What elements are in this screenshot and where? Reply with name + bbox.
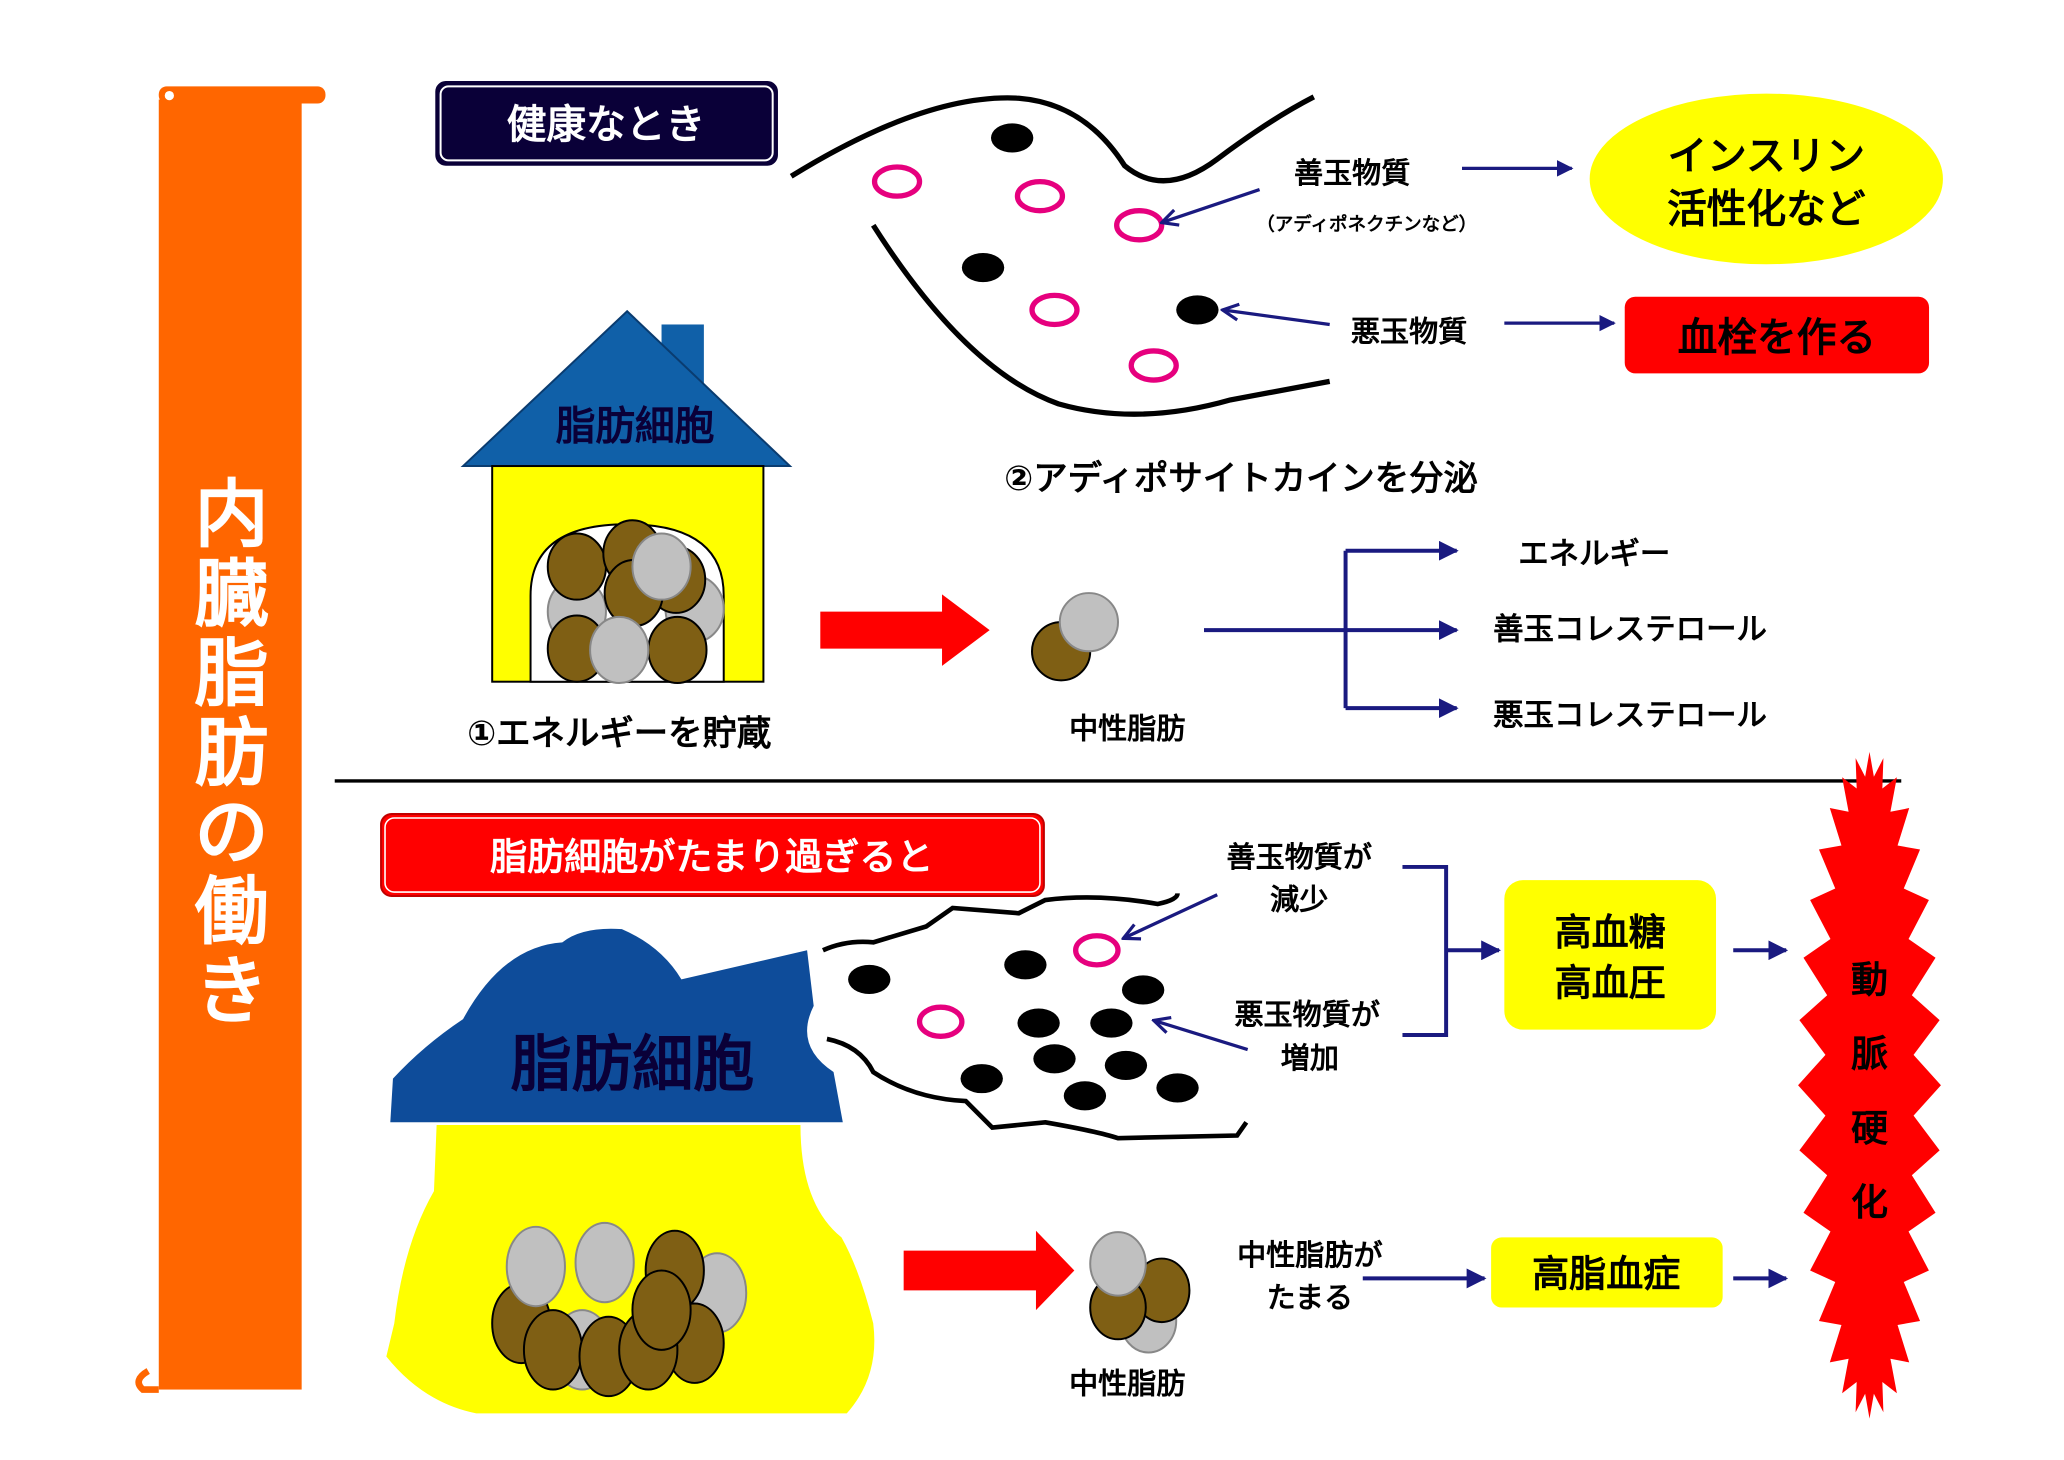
insulin-line1: インスリン — [1667, 134, 1865, 180]
gray-fat-ball — [631, 532, 692, 601]
fat-cell-house-healthy: 脂肪細胞 — [460, 309, 793, 685]
title-char: 働 — [194, 869, 268, 955]
secrete-label: ②アディポサイトカインを分泌 — [1004, 459, 1478, 499]
neutral-fat-label: 中性脂肪 — [1069, 712, 1185, 746]
arrow-bad-increase — [1154, 1020, 1249, 1052]
hyperlipidemia-box: 高脂血症 — [1491, 1237, 1723, 1308]
fat-accumulates-line1: 中性脂肪が — [1237, 1238, 1382, 1272]
hyperglycemia-box: 高血糖 高血圧 — [1504, 880, 1717, 1030]
title-char: き — [194, 948, 268, 1034]
gray-fat-ball — [505, 1225, 566, 1308]
gray-fat-ball — [574, 1221, 635, 1304]
insulin-line2: 活性化など — [1667, 187, 1866, 233]
fat-accumulates-line2: たまる — [1267, 1281, 1353, 1315]
excess-badge: 脂肪細胞がたまり過ぎると — [380, 813, 1045, 898]
blood-vessel-healthy — [789, 94, 1331, 417]
arteriosclerosis-char: 硬 — [1851, 1107, 1888, 1150]
red-arrow-accumulate — [903, 1230, 1075, 1311]
hyperglycemia-label: 高血糖 — [1555, 911, 1666, 954]
store-energy-label: ①エネルギーを貯蔵 — [467, 714, 771, 754]
thrombus-box: 血栓を作る — [1624, 296, 1930, 374]
arrow-to-good-ring — [1162, 187, 1261, 223]
title-char: 内 — [194, 472, 268, 558]
good-substance-rings — [871, 164, 1179, 383]
fat-balls — [546, 519, 725, 685]
arrow-good-decrease — [1123, 893, 1218, 939]
neutral-fat-icon — [1031, 592, 1119, 682]
arteriosclerosis-char: 化 — [1851, 1181, 1888, 1224]
good-substance-rings-excess — [916, 933, 1121, 1039]
fat-cell-house-excess: 脂肪細胞 — [386, 928, 875, 1414]
bad-substance-label: 悪玉物質 — [1351, 315, 1467, 349]
arteriosclerosis-char: 動 — [1851, 959, 1888, 1002]
good-decrease-line2: 減少 — [1270, 882, 1328, 916]
branch-arrows — [1204, 540, 1459, 719]
excess-badge-label: 脂肪細胞がたまり過ぎると — [490, 836, 933, 879]
fat-cell-label: 脂肪細胞 — [556, 404, 715, 450]
brown-fat-ball — [647, 615, 708, 685]
brown-fat-ball — [522, 1309, 584, 1391]
bad-substance-dots-excess — [848, 950, 1199, 1111]
gray-fat-ball — [589, 615, 650, 685]
brown-fat-ball — [546, 532, 607, 601]
adiponectin-note: （アディポネクチンなど） — [1256, 214, 1477, 236]
neutral-fat-cluster — [1089, 1231, 1191, 1354]
neutral-fat-label-excess: 中性脂肪 — [1069, 1367, 1185, 1401]
good-substance-label: 善玉物質 — [1294, 156, 1410, 190]
title-char: 臓 — [194, 552, 268, 638]
output-bad-cholesterol: 悪玉コレステロール — [1493, 698, 1767, 733]
output-energy: エネルギー — [1518, 537, 1670, 572]
blood-vessel-excess — [822, 892, 1249, 1141]
title-char: 肪 — [194, 710, 268, 796]
fat-cell-label-large: 脂肪細胞 — [511, 1030, 754, 1100]
healthy-badge-label: 健康なとき — [507, 102, 705, 148]
arrow-to-bad-dot — [1223, 310, 1330, 327]
bad-increase-line1: 悪玉物質が — [1234, 997, 1379, 1031]
title-char: の — [194, 790, 268, 876]
good-decrease-line1: 善玉物質が — [1227, 840, 1372, 874]
thrombus-label: 血栓を作る — [1678, 315, 1876, 361]
bad-substance-dots — [961, 123, 1219, 325]
starburst-shape — [1798, 751, 1941, 1419]
fat-balls-excess — [491, 1221, 748, 1398]
hyperlipidemia-label: 高脂血症 — [1532, 1252, 1680, 1295]
healthy-badge: 健康なとき — [435, 81, 778, 166]
bracket-arrow — [1362, 864, 1789, 1289]
bad-increase-line2: 増加 — [1281, 1041, 1339, 1075]
insulin-ellipse: インスリン 活性化など — [1589, 93, 1943, 265]
title-char: 脂 — [194, 631, 268, 717]
brown-fat-ball — [631, 1269, 692, 1351]
hypertension-label: 高血圧 — [1555, 961, 1666, 1004]
arteriosclerosis-char: 脈 — [1851, 1033, 1888, 1076]
red-arrow-release — [820, 594, 990, 666]
output-good-cholesterol: 善玉コレステロール — [1493, 612, 1767, 647]
